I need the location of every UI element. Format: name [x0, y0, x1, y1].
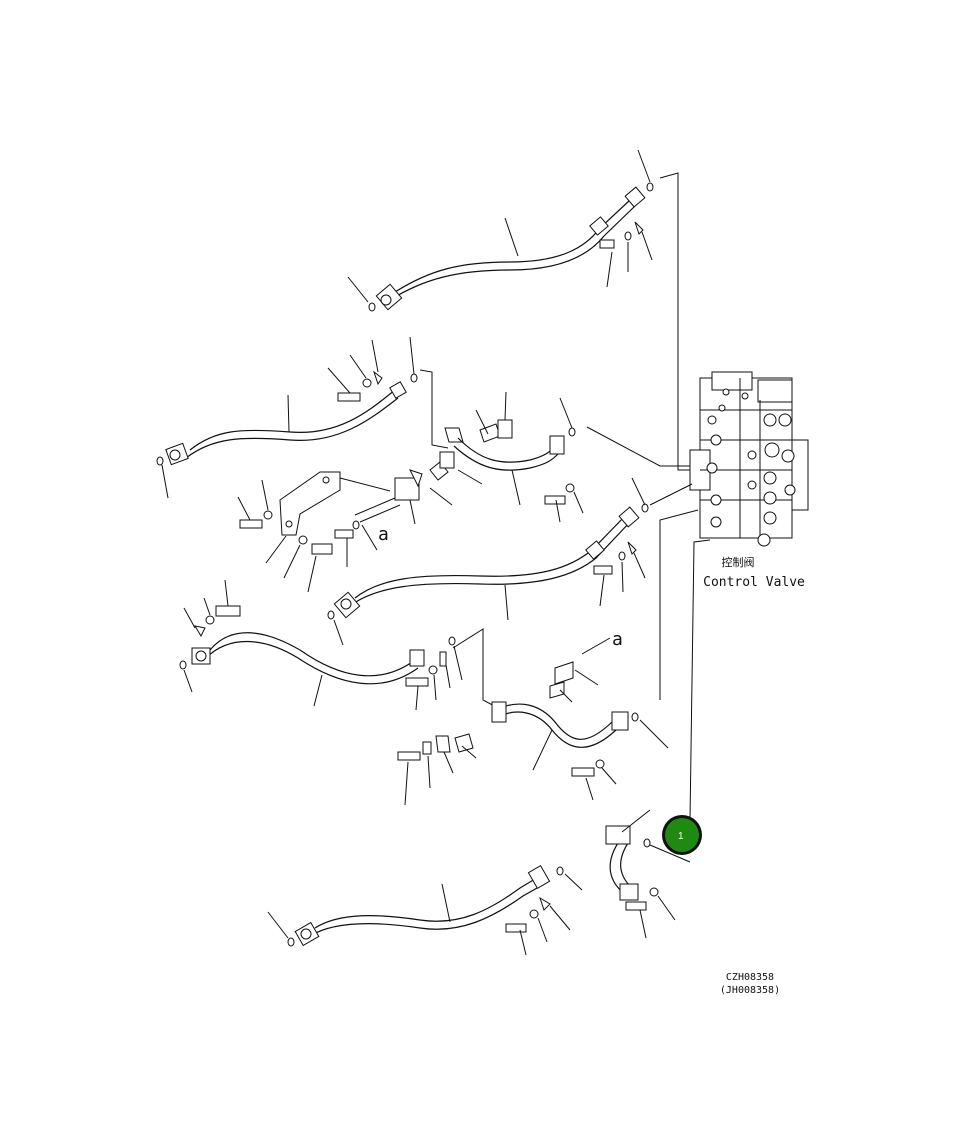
hose-1	[375, 186, 646, 311]
hose-3	[327, 503, 649, 620]
hose-3-leaders	[333, 477, 646, 646]
callout-badge-1[interactable]: 1	[662, 815, 702, 855]
hose-2	[156, 370, 418, 466]
drawing-code-secondary: (JH008358)	[720, 985, 780, 996]
hose-6	[287, 865, 564, 947]
tube-5	[397, 637, 639, 777]
marker-a-lower: a	[612, 629, 623, 650]
drawing-code-primary: CZH08358	[726, 972, 774, 983]
hose-4-leaders	[183, 579, 463, 711]
svg-text:a: a	[612, 629, 623, 650]
tube-7	[605, 825, 659, 911]
control-valve-assembly: 控制阀 Control Valve	[689, 371, 809, 590]
hose-4	[179, 605, 456, 687]
tube-7-leaders	[621, 809, 691, 939]
hose-6-leaders	[267, 873, 583, 956]
clamp-group-upper	[429, 419, 576, 505]
svg-text:a: a	[378, 524, 389, 545]
tube-5-leaders	[404, 669, 669, 806]
hose-1-leaders	[347, 149, 653, 303]
bracket-assembly	[239, 469, 423, 555]
valve-label-english: Control Valve	[703, 575, 805, 590]
valve-label-chinese: 控制阀	[722, 555, 755, 569]
bracket-leaders	[237, 479, 453, 593]
marker-a-upper: a	[378, 524, 389, 545]
drawing-code: CZH08358 (JH008358)	[720, 972, 780, 996]
valve-connection-lines	[339, 172, 711, 821]
clamp-group-upper-leaders	[457, 391, 584, 523]
hose-1-fittings	[368, 182, 654, 312]
hose-2-leaders	[161, 336, 415, 499]
callout-number: 1	[678, 831, 684, 842]
